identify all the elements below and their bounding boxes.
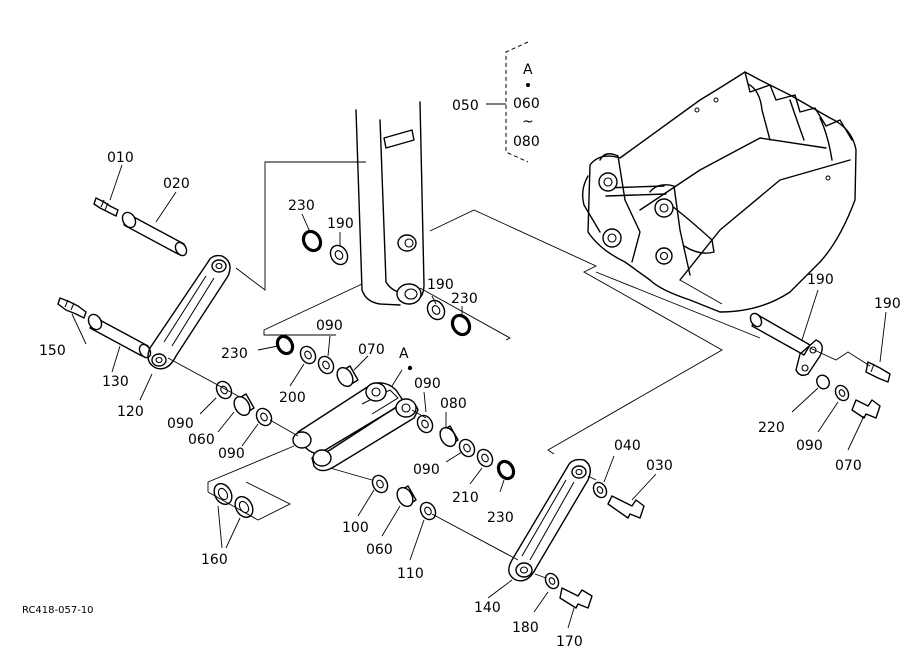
callout-label: 160 — [201, 552, 228, 568]
callout-label: 090 — [414, 376, 441, 392]
callout-label: 190 — [874, 296, 901, 312]
callout-label: 190 — [807, 272, 834, 288]
callout-label: 130 — [102, 374, 129, 390]
assembly-lines — [167, 41, 871, 579]
group-line-060: 060 — [513, 96, 540, 112]
callout-label: 120 — [117, 404, 144, 420]
link-110 — [147, 254, 231, 370]
callout-label: 090 — [218, 446, 245, 462]
callout-label: 200 — [279, 390, 306, 406]
leader-lines — [71, 103, 887, 629]
callout-label: 180 — [512, 620, 539, 636]
callout-label: 230 — [221, 346, 248, 362]
callout-label: 090 — [167, 416, 194, 432]
pin-120 — [87, 313, 152, 359]
callout-label: 020 — [163, 176, 190, 192]
callout-label: 110 — [397, 566, 424, 582]
arm-body — [355, 101, 425, 306]
callout-label: 060 — [366, 542, 393, 558]
callout-label: 090 — [316, 318, 343, 334]
reference-code: RC418-057-10 — [22, 605, 94, 616]
grease-fitting-180 — [865, 361, 891, 383]
detail-marker-a: A — [399, 346, 409, 362]
callout-label: 090 — [413, 462, 440, 478]
group-line-a: A — [523, 62, 533, 78]
group-line-080: 080 — [513, 134, 540, 150]
callout-label: 040 — [614, 438, 641, 454]
pin-170 — [749, 312, 823, 377]
group-number: 050 — [452, 98, 479, 114]
callout-label: 150 — [39, 343, 66, 359]
grease-fitting-020 — [93, 197, 119, 217]
callout-label: 220 — [758, 420, 785, 436]
callout-label: 210 — [452, 490, 479, 506]
h-link-assembly — [292, 382, 419, 472]
callout-label: 190 — [427, 277, 454, 293]
small-parts — [213, 229, 881, 609]
dot-icon — [526, 83, 530, 87]
link-100 — [508, 458, 591, 582]
callout-label: 090 — [796, 438, 823, 454]
callout-label: 190 — [327, 216, 354, 232]
callout-label: 140 — [474, 600, 501, 616]
callout-label: 010 — [107, 150, 134, 166]
callout-labels: 010 020 230 190 190 230 090 070 230 200 … — [39, 150, 901, 650]
callout-label: 070 — [835, 458, 862, 474]
pin-010 — [121, 211, 188, 257]
grease-fitting-130 — [57, 297, 87, 319]
callout-label: 060 — [188, 432, 215, 448]
group-tilde: ~ — [522, 114, 534, 130]
callout-label: 230 — [451, 291, 478, 307]
group-label-050: 050 A 060 ~ 080 — [452, 62, 540, 150]
callout-label: 030 — [646, 458, 673, 474]
callout-label: 080 — [440, 396, 467, 412]
callout-label: 070 — [358, 342, 385, 358]
callout-label: 230 — [288, 198, 315, 214]
callout-label: 230 — [487, 510, 514, 526]
bucket — [581, 71, 857, 313]
callout-label: 100 — [342, 520, 369, 536]
callout-label: 170 — [556, 634, 583, 650]
